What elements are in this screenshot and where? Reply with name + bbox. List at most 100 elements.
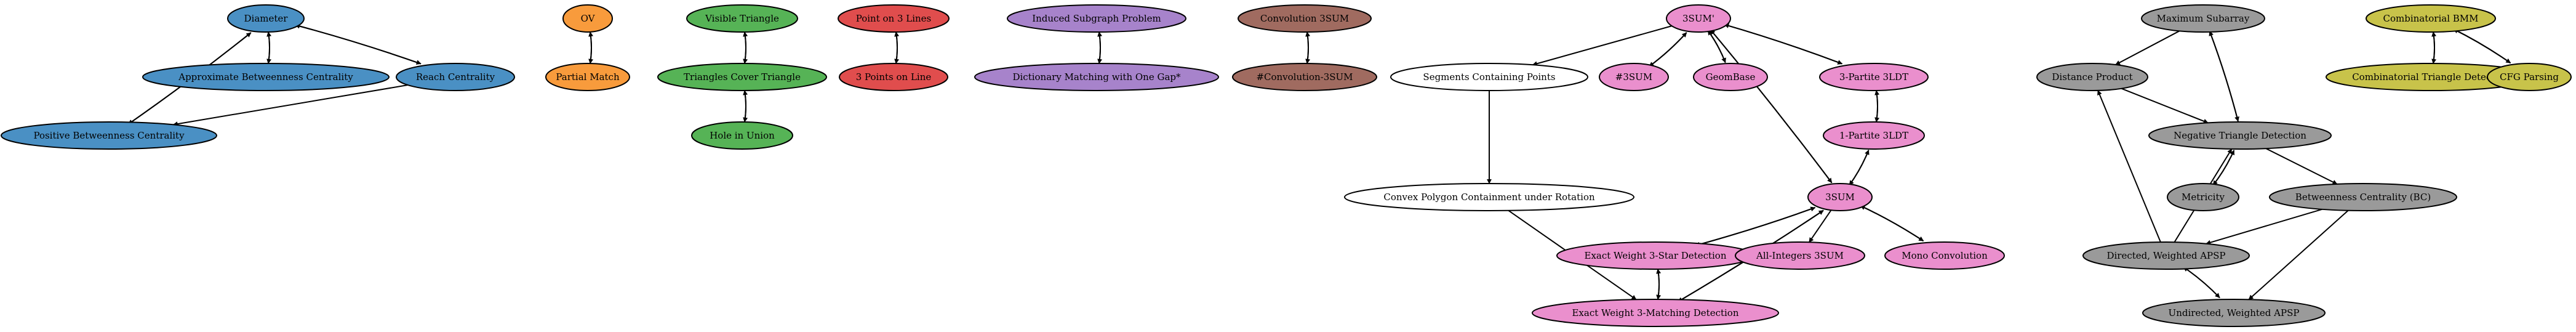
edge-triangles-cover-to-visible-triangle xyxy=(743,31,748,64)
node-label-three-sum-prime: 3SUM' xyxy=(1682,13,1714,24)
edge-undirected-apsp-to-directed-apsp xyxy=(2183,266,2220,298)
node-label-exact-weight-3matching: Exact Weight 3-Matching Detection xyxy=(1572,307,1738,318)
node-shape-positive-bc xyxy=(1,121,217,150)
node-convolution-3sum: Convolution 3SUM xyxy=(1238,4,1372,33)
node-shape-all-integers-3sum xyxy=(1735,241,1865,270)
node-shape-three-sum-prime xyxy=(1666,4,1731,33)
edge-three-sum-to-mono-convolution xyxy=(1860,205,1924,241)
edge-hole-in-union-to-triangles-cover xyxy=(743,90,748,123)
edge-one-partite-3ldt-to-three-partite-3ldt xyxy=(1874,90,1880,123)
node-shape-mono-convolution xyxy=(1884,241,2005,270)
node-label-hash-convolution-3sum: #Convolution-3SUM xyxy=(1256,71,1353,83)
edge-distance-product-to-negative-triangle xyxy=(2121,87,2209,124)
edge-metricity-to-negative-triangle xyxy=(2212,150,2235,186)
edge-three-sum-to-one-partite-3ldt xyxy=(1849,149,1870,186)
node-exact-weight-3star: Exact Weight 3-Star Detection xyxy=(1556,241,1754,270)
edge-one-partite-3ldt-to-three-sum xyxy=(1849,150,1870,186)
node-shape-directed-apsp xyxy=(2082,241,2250,270)
node-shape-comb-bmm xyxy=(2366,4,2496,33)
node-shape-three-points-on-line xyxy=(839,63,948,91)
node-shape-dict-matching xyxy=(974,63,1219,91)
node-shape-ov xyxy=(562,4,613,33)
node-three-points-on-line: 3 Points on Line xyxy=(839,63,948,91)
edge-negative-triangle-to-metricity xyxy=(2212,150,2235,186)
edge-three-points-on-line-to-point-on-3-lines xyxy=(894,31,900,64)
node-label-geombase: GeomBase xyxy=(1706,71,1756,83)
node-approx-bc: Approximate Betweenness Centrality xyxy=(142,63,390,91)
edge-bc-to-undirected-apsp xyxy=(2248,209,2349,301)
node-label-induced-subgraph: Induced Subgraph Problem xyxy=(1032,13,1161,24)
node-shape-negative-triangle xyxy=(2148,121,2332,150)
node-visible-triangle: Visible Triangle xyxy=(686,4,798,33)
node-shape-three-sum xyxy=(1807,183,1873,211)
node-shape-induced-subgraph xyxy=(1007,4,1186,33)
node-shape-visible-triangle xyxy=(686,4,798,33)
edge-directed-apsp-to-distance-product xyxy=(2097,90,2161,243)
node-label-convolution-3sum: Convolution 3SUM xyxy=(1260,13,1349,24)
node-label-three-points-on-line: 3 Points on Line xyxy=(856,71,932,83)
edge-max-subarray-to-negative-triangle xyxy=(2209,31,2239,122)
node-shape-triangles-cover xyxy=(657,63,827,91)
node-label-max-subarray: Maximum Subarray xyxy=(2157,13,2250,24)
node-label-all-integers-3sum: All-Integers 3SUM xyxy=(1756,250,1844,261)
edge-negative-triangle-to-max-subarray xyxy=(2209,30,2239,122)
node-shape-one-partite-3ldt xyxy=(1823,121,1925,150)
node-shape-three-partite-3ldt xyxy=(1819,63,1929,91)
node-label-one-partite-3ldt: 1-Partite 3LDT xyxy=(1839,130,1908,141)
node-exact-weight-3matching: Exact Weight 3-Matching Detection xyxy=(1532,299,1779,327)
edge-cfg-parsing-to-comb-bmm xyxy=(2453,28,2511,64)
node-undirected-apsp: Undirected, Weighted APSP xyxy=(2142,299,2326,327)
node-dict-matching: Dictionary Matching with One Gap* xyxy=(974,63,1219,91)
edge-hash-3sum-to-three-sum-prime xyxy=(1649,32,1687,67)
node-distance-product: Distance Product xyxy=(2036,63,2148,91)
node-shape-max-subarray xyxy=(2141,4,2265,33)
node-label-distance-product: Distance Product xyxy=(2052,71,2132,83)
node-label-segments: Segments Containing Points xyxy=(1423,71,1555,83)
node-three-sum: 3SUM xyxy=(1807,183,1873,211)
node-label-cfg-parsing: CFG Parsing xyxy=(2500,71,2559,83)
node-comb-triangle: Combinatorial Triangle Detection xyxy=(2326,63,2536,91)
edge-three-partite-3ldt-to-three-sum-prime xyxy=(1724,23,1842,65)
node-shape-reach-centrality xyxy=(396,63,515,91)
node-shape-hole-in-union xyxy=(691,121,793,150)
node-three-partite-3ldt: 3-Partite 3LDT xyxy=(1819,63,1929,91)
edge-max-subarray-to-distance-product xyxy=(2115,30,2180,65)
edge-exact-weight-3star-to-three-sum xyxy=(1695,206,1816,246)
edge-negative-triangle-to-bc xyxy=(2265,148,2338,185)
node-label-diameter: Diameter xyxy=(244,13,289,24)
edge-three-sum-to-three-sum-prime xyxy=(1710,29,1833,184)
node-mono-convolution: Mono Convolution xyxy=(1884,241,2005,270)
node-all-integers-3sum: All-Integers 3SUM xyxy=(1735,241,1865,270)
node-shape-point-on-3-lines xyxy=(838,4,950,33)
node-label-partial-match: Partial Match xyxy=(556,71,620,83)
edge-reach-centrality-to-diameter xyxy=(295,23,422,65)
edges-layer xyxy=(127,23,2511,302)
node-shape-segments xyxy=(1390,63,1588,91)
node-label-convex-polygon: Convex Polygon Containment under Rotatio… xyxy=(1383,192,1595,203)
node-shape-undirected-apsp xyxy=(2142,299,2326,327)
node-shape-convex-polygon xyxy=(1344,183,1634,211)
node-induced-subgraph: Induced Subgraph Problem xyxy=(1007,4,1186,33)
node-label-visible-triangle: Visible Triangle xyxy=(705,13,779,24)
node-bc: Betweenness Centrality (BC) xyxy=(2269,183,2457,211)
edge-dict-matching-to-induced-subgraph xyxy=(1097,31,1103,64)
node-one-partite-3ldt: 1-Partite 3LDT xyxy=(1823,121,1925,150)
edge-three-sum-prime-to-three-partite-3ldt xyxy=(1724,23,1843,65)
node-label-triangles-cover: Triangles Cover Triangle xyxy=(684,71,801,83)
node-label-comb-bmm: Combinatorial BMM xyxy=(2383,13,2478,24)
node-triangles-cover: Triangles Cover Triangle xyxy=(657,63,827,91)
node-reach-centrality: Reach Centrality xyxy=(396,63,515,91)
node-directed-apsp: Directed, Weighted APSP xyxy=(2082,241,2250,270)
edge-three-sum-prime-to-hash-3sum xyxy=(1649,32,1687,67)
node-shape-cfg-parsing xyxy=(2487,63,2572,91)
node-shape-geombase xyxy=(1693,63,1768,91)
node-label-mono-convolution: Mono Convolution xyxy=(1902,250,1988,261)
edge-comb-bmm-to-cfg-parsing xyxy=(2453,28,2511,64)
edge-three-sum-to-all-integers-3sum xyxy=(1809,209,1832,243)
node-label-approx-bc: Approximate Betweenness Centrality xyxy=(178,71,353,83)
node-label-dict-matching: Dictionary Matching with One Gap* xyxy=(1012,71,1181,83)
node-shape-exact-weight-3matching xyxy=(1532,299,1779,327)
node-shape-distance-product xyxy=(2036,63,2148,91)
node-label-exact-weight-3star: Exact Weight 3-Star Detection xyxy=(1585,250,1727,261)
